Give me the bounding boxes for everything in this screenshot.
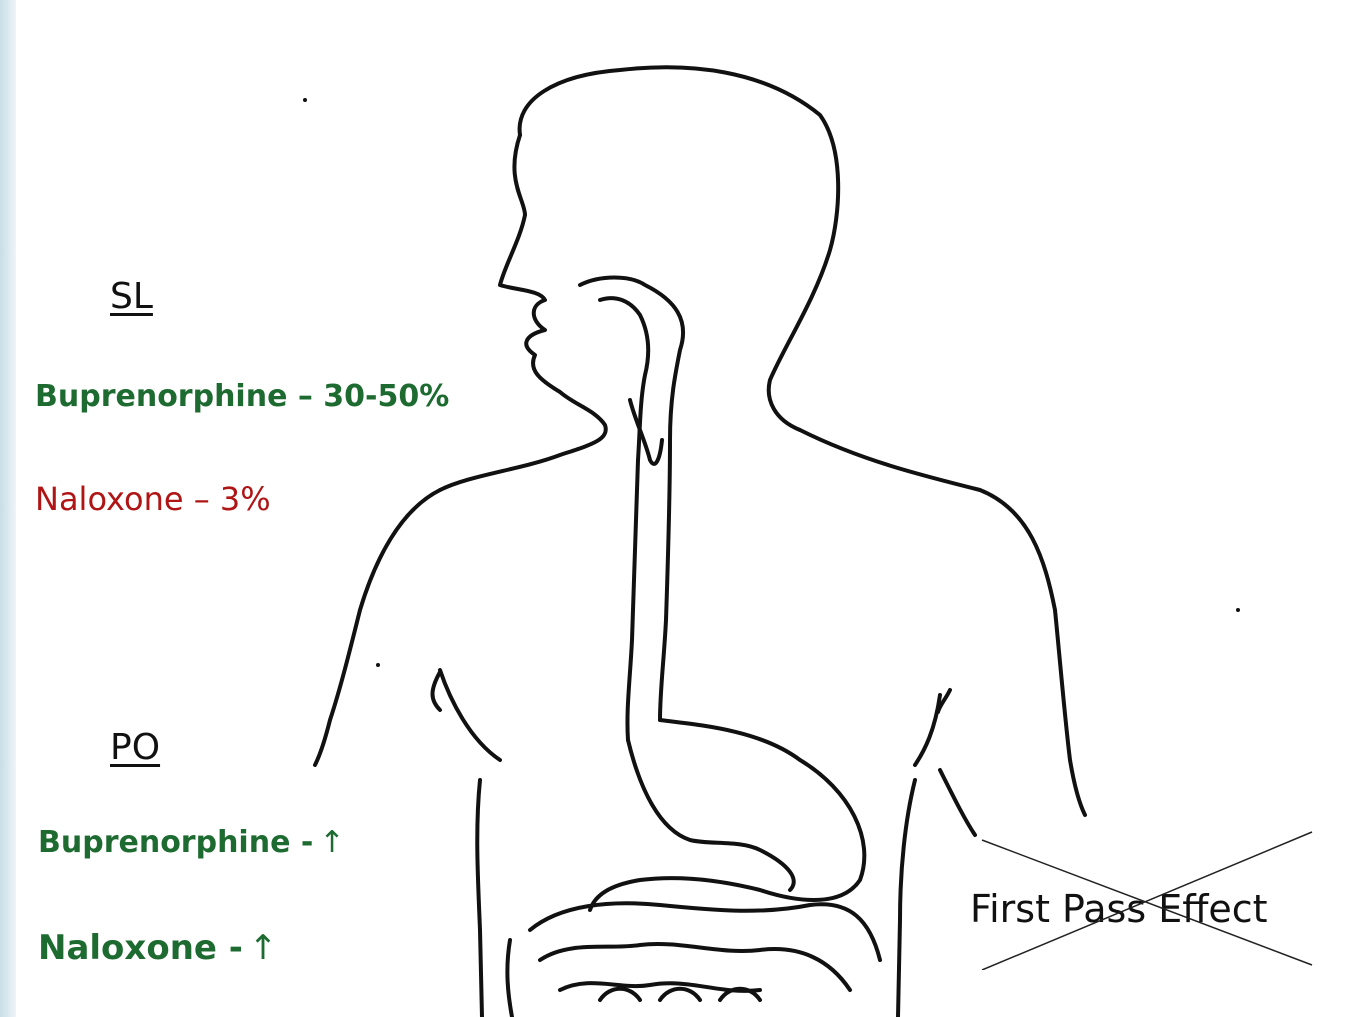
sl-naloxone-label: Naloxone – 3% <box>35 483 271 515</box>
intestines <box>507 903 880 1017</box>
esophagus-inner <box>600 298 648 740</box>
first-pass-effect-crossed: First Pass Effect <box>970 830 1315 970</box>
up-arrow-icon: ↑ <box>319 825 344 860</box>
head-outline <box>520 67 839 430</box>
right-torso <box>898 695 975 1017</box>
up-arrow-icon: ↑ <box>249 928 278 968</box>
sl-buprenorphine-label: Buprenorphine – 30-50% <box>35 382 449 412</box>
cross-out-icon <box>970 830 1315 970</box>
po-naloxone-row: Naloxone -↑ <box>38 931 277 965</box>
po-heading: PO <box>110 730 160 766</box>
po-buprenorphine-label: Buprenorphine - <box>38 825 313 860</box>
face-profile <box>440 135 606 490</box>
sl-heading: SL <box>110 279 153 315</box>
left-torso <box>440 670 500 1017</box>
po-naloxone-label: Naloxone - <box>38 928 243 968</box>
left-arm-line <box>433 672 441 710</box>
right-shoulder <box>800 430 1085 815</box>
po-buprenorphine-row: Buprenorphine -↑ <box>38 828 344 858</box>
epiglottis <box>630 400 662 464</box>
intestine-loops <box>600 989 760 1000</box>
stomach-inner <box>628 740 794 890</box>
left-shoulder <box>315 490 440 765</box>
